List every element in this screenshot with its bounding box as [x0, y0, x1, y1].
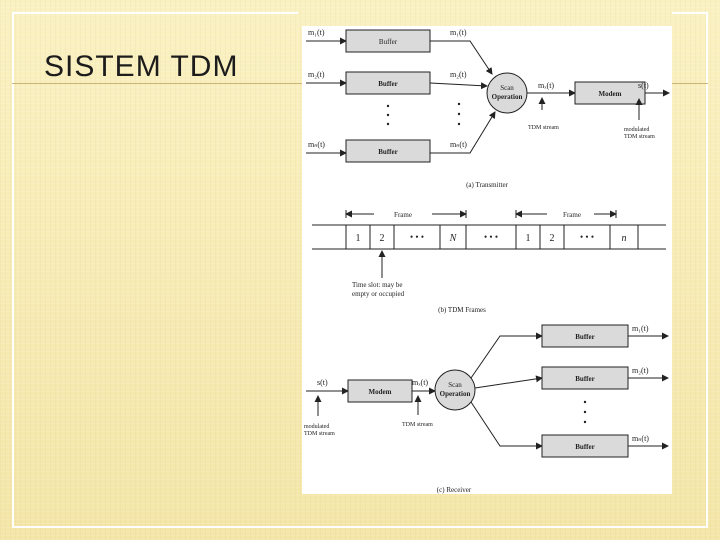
frame-1-ellipsis: • • •: [410, 232, 424, 242]
rx-vertical-ellipsis: [583, 400, 587, 424]
frame-line-bottom: [12, 526, 708, 528]
rx-scan-to-buffer-1-arrow: [470, 332, 543, 379]
rx-output-n-label: mₙ(t): [632, 434, 649, 443]
rx-scan-operation: [434, 369, 476, 411]
frames-between-ellipsis: • • •: [484, 232, 498, 242]
tx-scan-label-2: Operation: [492, 93, 523, 101]
frame-note-line-2: empty or occupied: [352, 290, 405, 298]
tx-output-signal-label: s(t): [638, 81, 649, 90]
rx-scan-to-buffer-2-arrow: [474, 375, 543, 389]
tx-output-2-label: m₂(t): [450, 70, 467, 79]
tx-output-1-label: m₁(t): [450, 28, 467, 37]
tx-vertical-ellipsis-left: [386, 104, 390, 126]
rx-modem-label: Modem: [369, 388, 392, 396]
frame-1-slot-1: [345, 224, 371, 250]
frame-2-label: Frame: [563, 211, 581, 219]
frame-1-slot-N: [439, 224, 467, 250]
rx-caption: (c) Receiver: [437, 486, 472, 494]
frame-2-slot-1-label: 1: [526, 233, 531, 244]
tx-input-1-label: m₁(t): [308, 28, 325, 37]
frames-caption: (b) TDM Frames: [438, 306, 486, 314]
tx-buffer-1-to-scan-arrow: [430, 40, 493, 75]
rx-mod-label-1: modulated: [304, 424, 329, 430]
tx-stream-signal-label: mₓ(t): [538, 81, 554, 90]
tx-modem-label: Modem: [599, 90, 622, 98]
frame-2-ellipsis: • • •: [580, 232, 594, 242]
tx-buffer-n-to-scan-arrow: [430, 111, 496, 154]
rx-buffer-2-label: Buffer: [575, 375, 594, 383]
tx-input-2-label: m₂(t): [308, 70, 325, 79]
frame-2-slot-1: [515, 224, 541, 250]
frame-1-slot-N-label: N: [449, 233, 458, 244]
rx-scan-label-1: Scan: [448, 381, 462, 389]
tx-buffer-2-label: Buffer: [378, 80, 397, 88]
title-rule-right: [672, 83, 708, 84]
frame-1-ellipsis-slot: [393, 224, 441, 250]
tx-output-n-label: mₙ(t): [450, 140, 467, 149]
tx-buffer-1-label: Buffer: [379, 38, 398, 46]
frame-line-top-left: [12, 12, 298, 14]
tx-mod-label-1: modulated: [624, 127, 649, 133]
slide-title: SISTEM TDM: [44, 50, 239, 83]
tdm-figure: m₁(t) m₂(t) mₙ(t) Buffer Buffer Buffer: [302, 26, 672, 494]
tdm-diagram: m₁(t) m₂(t) mₙ(t) Buffer Buffer Buffer: [304, 28, 670, 494]
tx-vertical-ellipsis-right: [457, 102, 461, 126]
frame-1-slot-2-label: 2: [380, 233, 385, 244]
rx-buffer-1-label: Buffer: [575, 333, 594, 341]
frame-1-slot-1-label: 1: [356, 233, 361, 244]
rx-output-2-label: m₂(t): [632, 366, 649, 375]
title-rule: [12, 83, 302, 84]
tx-buffer-n: [345, 139, 431, 163]
frame-2-slot-2-label: 2: [550, 233, 555, 244]
rx-scan-label-2: Operation: [440, 390, 471, 398]
frame-line-right: [706, 12, 708, 528]
rx-mod-label-2: TDM stream: [304, 431, 335, 437]
tx-stream-label: TDM stream: [528, 125, 559, 131]
tx-scan-label-1: Scan: [500, 84, 514, 92]
receiver-section: s(t) modulated TDM stream Modem mₓ(t) TD…: [304, 324, 669, 494]
tx-buffer-n-label: Buffer: [378, 148, 397, 156]
frames-between-ellipsis-slot: [465, 224, 517, 250]
tx-input-n-label: mₙ(t): [308, 140, 325, 149]
tx-caption: (a) Transmitter: [466, 181, 508, 189]
rx-scan-to-buffer-n-arrow: [470, 401, 543, 450]
frame-line-top-right: [672, 12, 708, 14]
frame-note-line-1: Time slot: may be: [352, 281, 403, 289]
frames-section: Frame Frame 1 2 • • • N • • •: [312, 210, 666, 314]
frame-1-slot-2: [369, 224, 395, 250]
tx-buffer-2-to-scan-arrow: [429, 82, 488, 90]
rx-input-signal-label: s(t): [317, 378, 328, 387]
rx-buffer-n-label: Buffer: [575, 443, 594, 451]
transmitter-section: m₁(t) m₂(t) mₙ(t) Buffer Buffer Buffer: [306, 28, 670, 189]
frame-line-left: [12, 12, 14, 528]
frame-2-slot-n: [609, 224, 639, 250]
frame-2-slot-n-label: n: [622, 233, 627, 244]
tx-mod-label-2: TDM stream: [624, 134, 655, 140]
rx-stream-signal-label: mₓ(t): [412, 378, 428, 387]
rx-stream-label: TDM stream: [402, 422, 433, 428]
rx-output-1-label: m₁(t): [632, 324, 649, 333]
frame-1-label: Frame: [394, 211, 412, 219]
frame-2-slot-2: [539, 224, 565, 250]
